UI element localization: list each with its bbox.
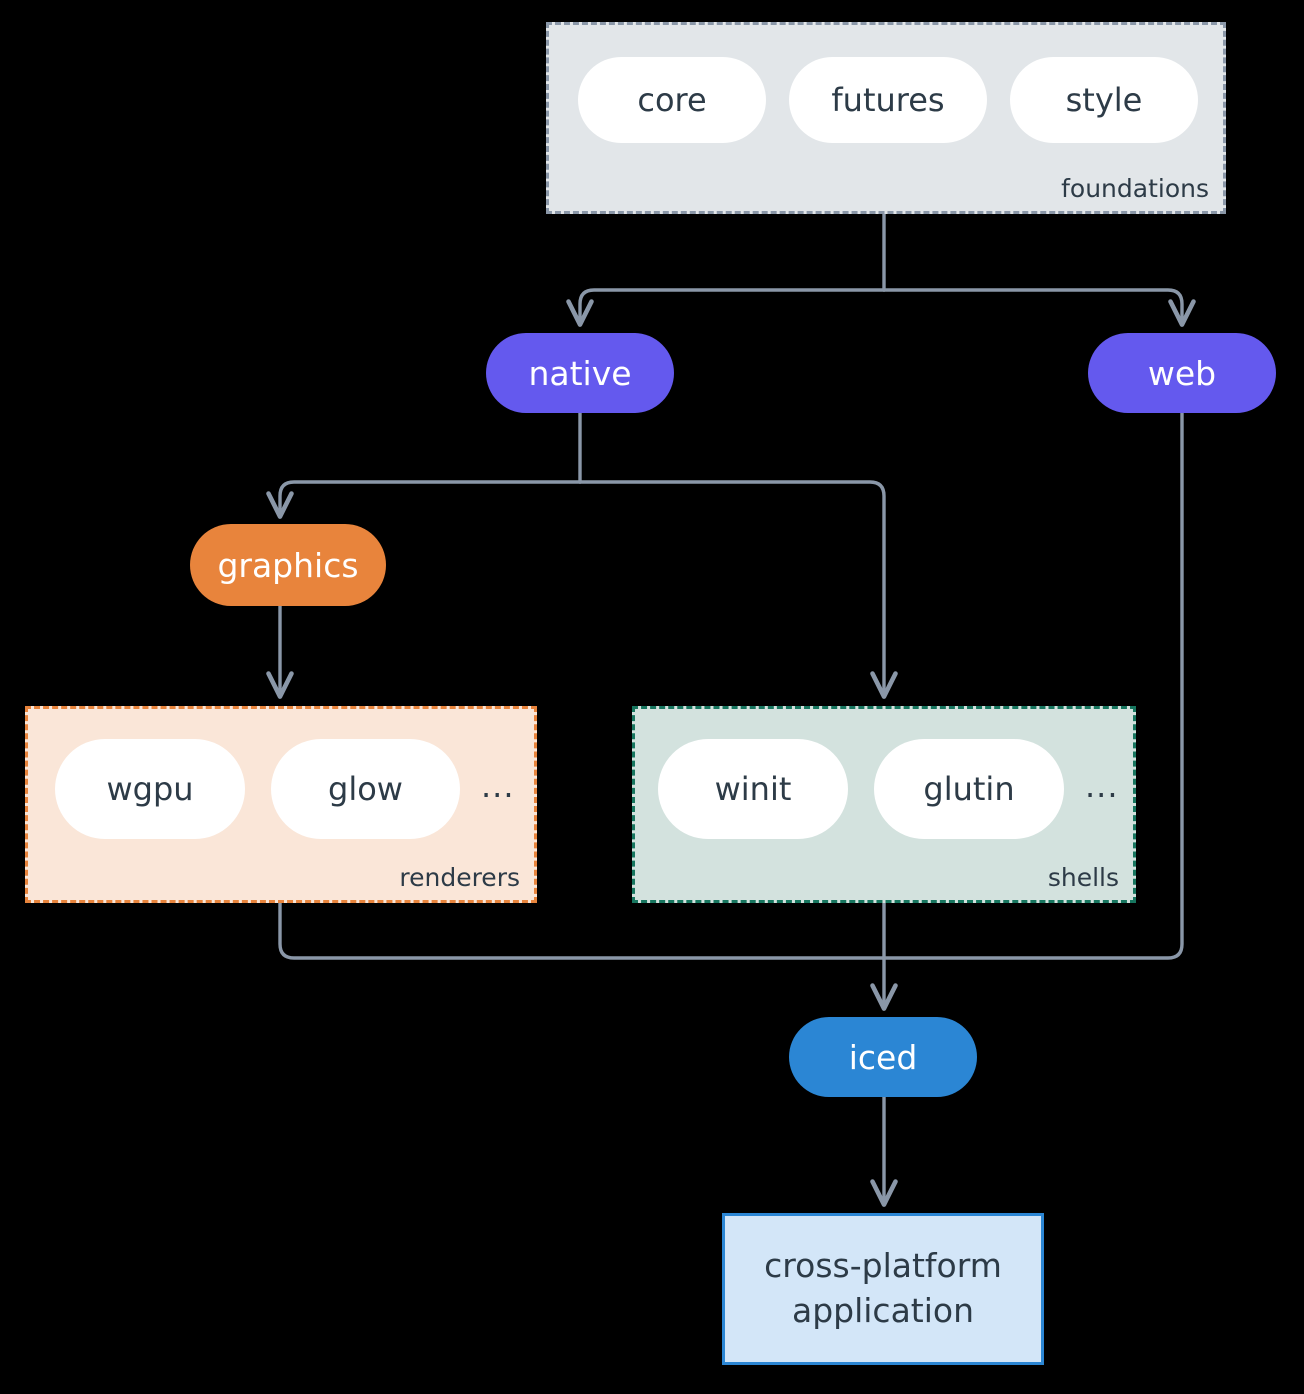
edge-foundations-to-native <box>566 288 886 327</box>
node-wgpu[interactable]: wgpu <box>55 739 245 839</box>
node-glutin[interactable]: glutin <box>874 739 1064 839</box>
edge-foundations-to-web <box>882 288 1196 327</box>
node-futures-label: futures <box>831 81 945 119</box>
node-web[interactable]: web <box>1088 333 1276 413</box>
group-renderers: wgpu glow ... renderers <box>25 706 537 903</box>
group-shells: winit glutin ... shells <box>632 706 1136 903</box>
node-application-line2: application <box>791 1291 975 1330</box>
renderers-more-ellipsis: ... <box>481 767 515 805</box>
node-glow[interactable]: glow <box>271 739 460 839</box>
node-iced[interactable]: iced <box>789 1017 977 1097</box>
group-foundations-label: foundations <box>1061 174 1209 203</box>
edge-renderers-to-iced <box>278 901 886 960</box>
node-core-label: core <box>637 81 707 119</box>
node-graphics-label: graphics <box>217 545 359 585</box>
group-shells-label: shells <box>1047 863 1119 892</box>
node-winit-label: winit <box>714 770 792 808</box>
node-style[interactable]: style <box>1010 57 1198 143</box>
shells-more-ellipsis: ... <box>1085 767 1119 805</box>
node-native[interactable]: native <box>486 333 674 413</box>
node-graphics[interactable]: graphics <box>190 524 386 606</box>
node-glutin-label: glutin <box>923 770 1015 808</box>
node-wgpu-label: wgpu <box>106 770 194 808</box>
node-native-label: native <box>528 353 632 393</box>
node-core[interactable]: core <box>578 57 766 143</box>
node-iced-label: iced <box>848 1037 918 1077</box>
edge-native-to-shells <box>578 480 898 699</box>
node-glow-label: glow <box>328 770 403 808</box>
node-futures[interactable]: futures <box>789 57 987 143</box>
edge-native-to-graphics <box>266 480 582 519</box>
node-winit[interactable]: winit <box>658 739 848 839</box>
node-style-label: style <box>1065 81 1143 119</box>
node-web-label: web <box>1147 353 1217 393</box>
node-cross-platform-application[interactable]: cross-platform application <box>722 1213 1044 1365</box>
node-application-line1: cross-platform <box>764 1246 1002 1286</box>
group-foundations: core futures style foundations <box>546 22 1226 214</box>
group-renderers-label: renderers <box>399 863 520 892</box>
